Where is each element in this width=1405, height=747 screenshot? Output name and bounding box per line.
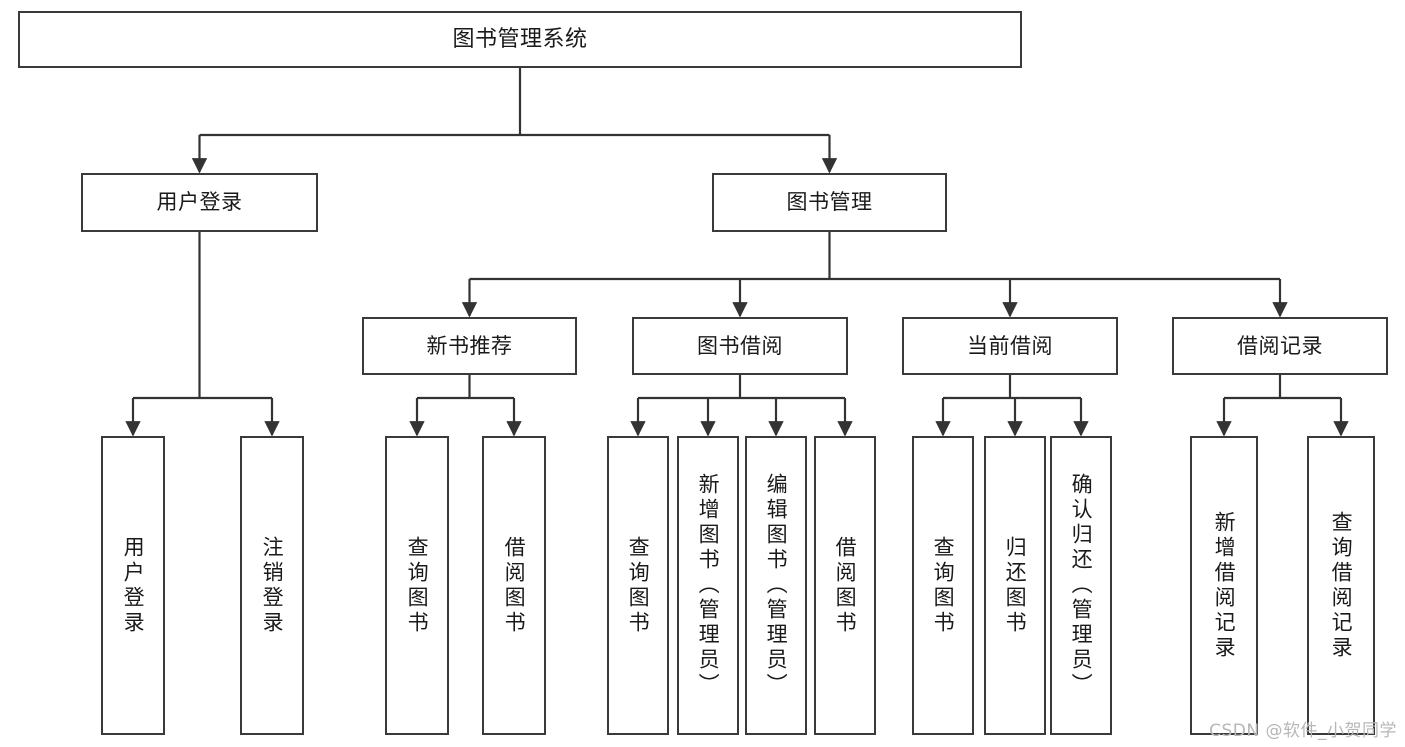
node-leaf-edit[interactable]: 编辑图书（管理员） [745, 436, 807, 735]
node-label: 查询图书 [405, 535, 430, 636]
node-leaf-query2[interactable]: 查询图书 [607, 436, 669, 735]
node-label: 借阅图书 [502, 535, 527, 636]
node-leaf-add[interactable]: 新增图书（管理员） [677, 436, 739, 735]
node-label: 编辑图书（管理员） [764, 473, 789, 698]
node-leaf-return[interactable]: 归还图书 [984, 436, 1046, 735]
node-label: 图书管理 [786, 190, 873, 215]
node-newrec[interactable]: 新书推荐 [362, 317, 577, 375]
node-borrow[interactable]: 图书借阅 [632, 317, 848, 375]
node-leaf-query3[interactable]: 查询图书 [912, 436, 974, 735]
node-leaf-queryrec[interactable]: 查询借阅记录 [1307, 436, 1375, 735]
node-label: 借阅记录 [1237, 333, 1323, 358]
node-leaf-login[interactable]: 用户登录 [101, 436, 165, 735]
node-leaf-confirm[interactable]: 确认归还（管理员） [1050, 436, 1112, 735]
node-label: 查询借阅记录 [1329, 510, 1354, 661]
node-label: 新增图书（管理员） [696, 473, 721, 698]
node-label: 图书借阅 [697, 333, 783, 358]
node-label: 确认归还（管理员） [1069, 473, 1094, 698]
node-label: 新增借阅记录 [1212, 510, 1237, 661]
node-login[interactable]: 用户登录 [81, 173, 318, 232]
node-bookmgmt[interactable]: 图书管理 [712, 173, 947, 232]
node-label: 注销登录 [260, 535, 285, 636]
node-leaf-logout[interactable]: 注销登录 [240, 436, 304, 735]
node-label: 用户登录 [121, 535, 146, 636]
node-label: 当前借阅 [967, 333, 1053, 358]
node-leaf-query1[interactable]: 查询图书 [385, 436, 449, 735]
node-leaf-borrow1[interactable]: 借阅图书 [482, 436, 546, 735]
node-leaf-addrec[interactable]: 新增借阅记录 [1190, 436, 1258, 735]
node-current[interactable]: 当前借阅 [902, 317, 1118, 375]
node-leaf-borrow2[interactable]: 借阅图书 [814, 436, 876, 735]
node-label: 查询图书 [626, 535, 651, 636]
node-label: 查询图书 [931, 535, 956, 636]
node-label: 借阅图书 [833, 535, 858, 636]
node-label: 归还图书 [1003, 535, 1028, 636]
node-label: 用户登录 [156, 190, 243, 215]
node-label: 图书管理系统 [452, 26, 588, 52]
node-records[interactable]: 借阅记录 [1172, 317, 1388, 375]
node-root[interactable]: 图书管理系统 [18, 11, 1022, 68]
node-label: 新书推荐 [426, 333, 513, 358]
